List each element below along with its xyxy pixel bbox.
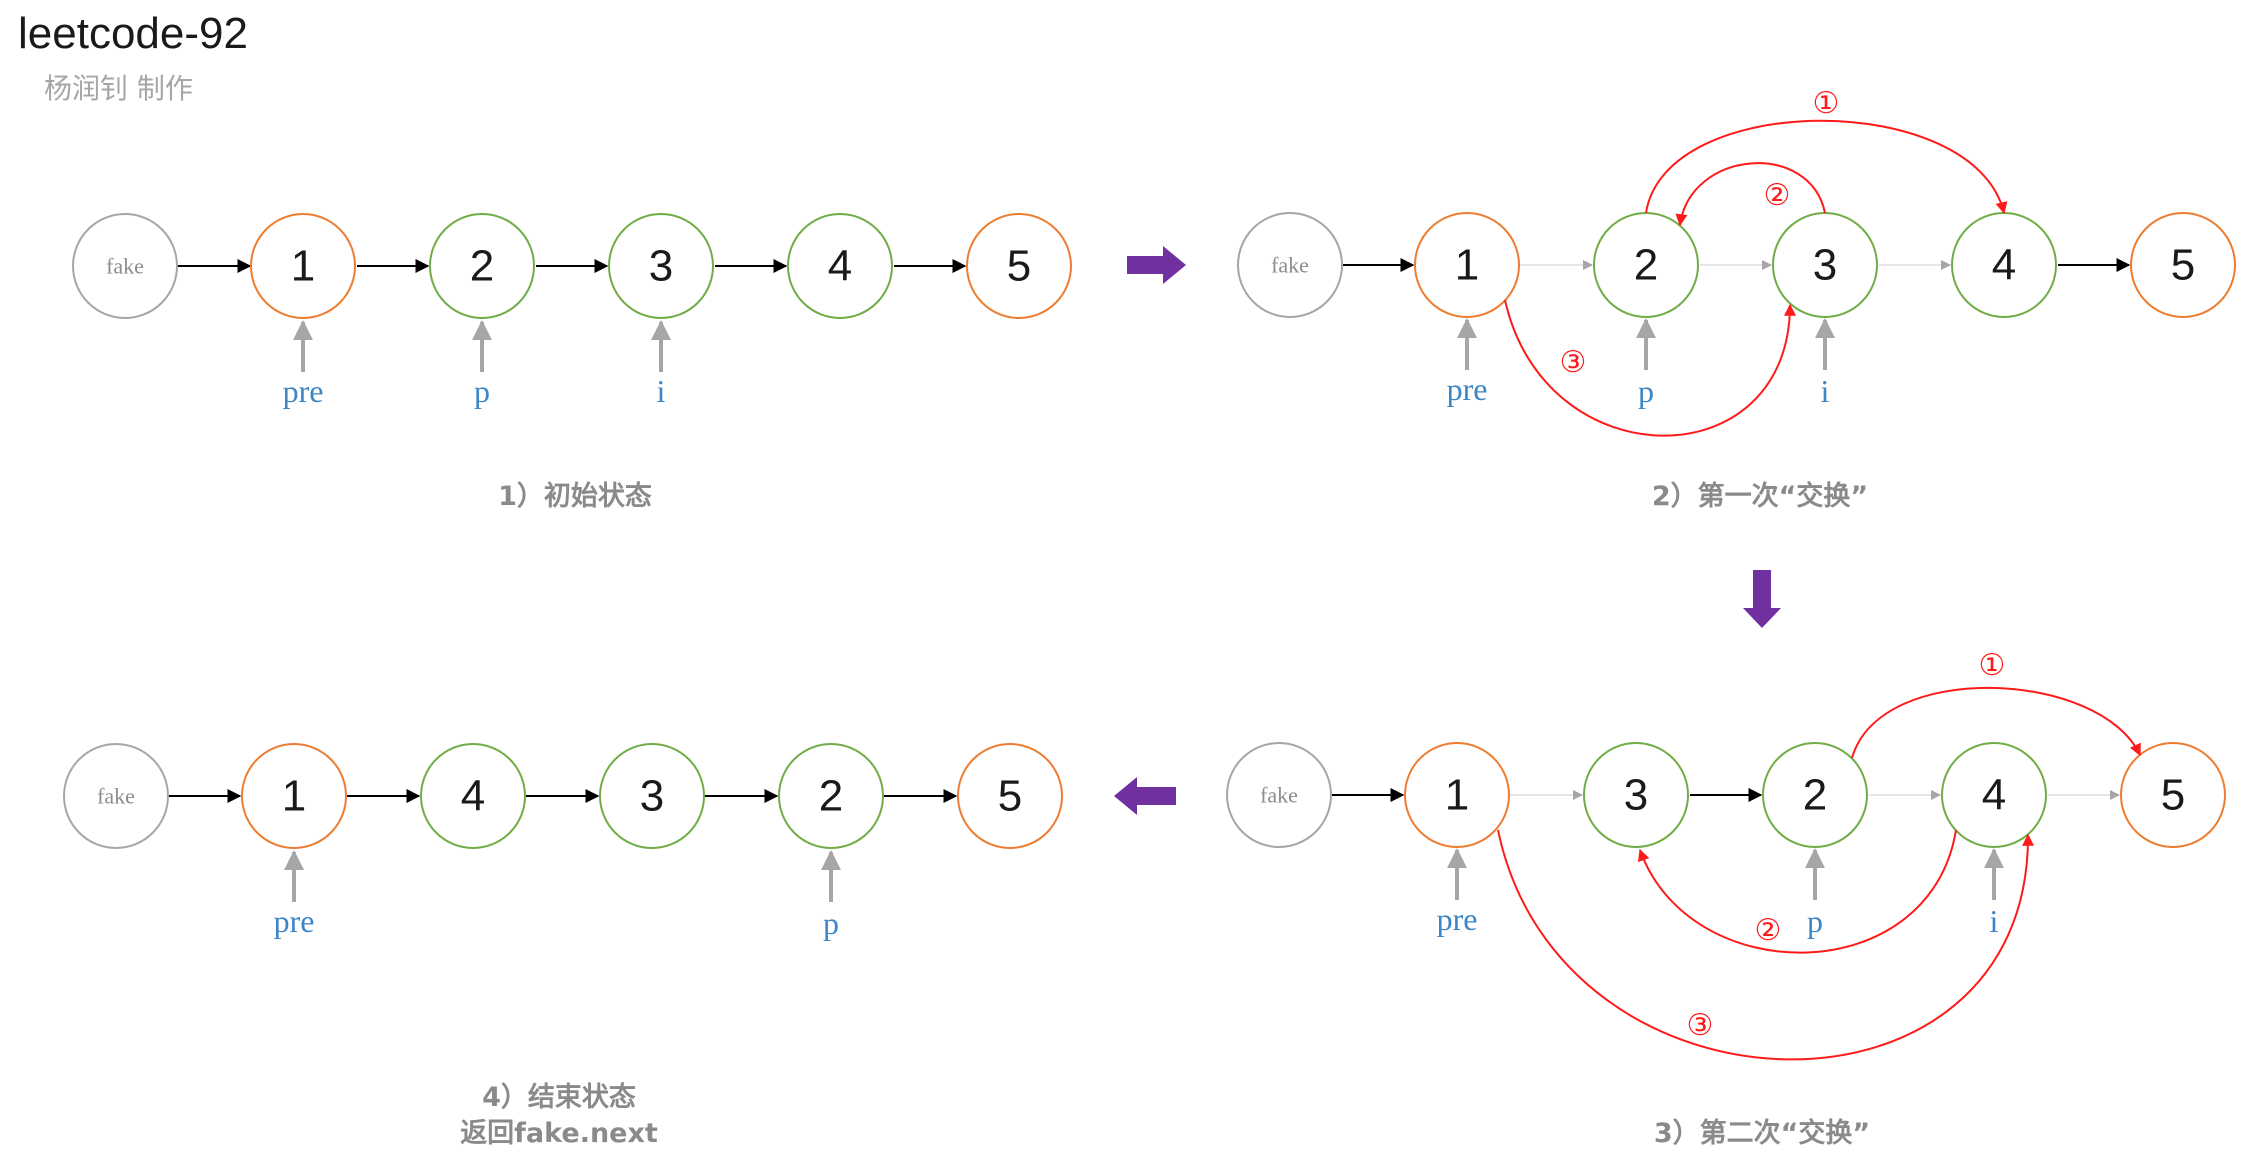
svg-text:fake: fake — [106, 254, 144, 279]
pointer-label-i: i — [1821, 373, 1830, 409]
panel-caption: 2）第一次“交换” — [1652, 480, 1868, 512]
transition-arrow-down — [1743, 570, 1781, 628]
pointer-label-pre: pre — [274, 903, 315, 939]
svg-text:3: 3 — [1813, 241, 1837, 290]
svg-text:4: 4 — [828, 242, 852, 291]
node: 3 — [1583, 742, 1689, 848]
swap-step-label: ② — [1755, 913, 1782, 948]
panel-caption-return: 返回fake.next — [460, 1118, 658, 1149]
svg-text:fake: fake — [1260, 783, 1298, 808]
svg-text:fake: fake — [97, 784, 135, 809]
node: 3 — [1772, 212, 1878, 318]
node: 4 — [420, 743, 526, 849]
node-fake: fake — [63, 743, 169, 849]
swap-arc-step2 — [1675, 162, 1826, 227]
svg-text:4: 4 — [461, 772, 485, 821]
panel-caption: 1）初始状态 — [498, 480, 652, 512]
svg-text:1: 1 — [282, 772, 306, 821]
panel-caption: 3）第二次“交换” — [1654, 1117, 1870, 1149]
svg-text:2: 2 — [1803, 771, 1827, 820]
svg-text:4: 4 — [1982, 771, 2006, 820]
node-fake: fake — [72, 213, 178, 319]
node: 5 — [957, 743, 1063, 849]
swap-step-label: ③ — [1560, 345, 1587, 380]
svg-text:3: 3 — [649, 242, 673, 291]
svg-text:3: 3 — [1624, 771, 1648, 820]
panel-initial: fake 1 2 3 4 5 pre p i 1）初始状态 — [72, 213, 1072, 512]
svg-text:2: 2 — [819, 772, 843, 821]
swap-arc-step2 — [1638, 829, 1957, 954]
pointer-label-p: p — [474, 373, 490, 409]
svg-text:3: 3 — [640, 772, 664, 821]
svg-text:2: 2 — [1634, 241, 1658, 290]
pointer-label-i: i — [1990, 903, 1999, 939]
node-fake: fake — [1226, 742, 1332, 848]
panel-second-swap: fake 1 3 2 4 5 ① ② ③ pre — [1226, 648, 2226, 1149]
svg-text:1: 1 — [1455, 241, 1479, 290]
swap-arc-step1 — [1645, 119, 2008, 215]
pointer-label-p: p — [1807, 903, 1823, 939]
svg-text:5: 5 — [1007, 242, 1031, 291]
node: 5 — [2130, 212, 2236, 318]
pointer-label-p: p — [1638, 373, 1654, 409]
pointer-label-p: p — [823, 905, 839, 941]
transition-arrow-left — [1114, 777, 1176, 815]
node: 2 — [429, 213, 535, 319]
node: 4 — [1941, 742, 2047, 848]
pointer-label-i: i — [657, 373, 666, 409]
node: 3 — [608, 213, 714, 319]
svg-text:fake: fake — [1271, 253, 1309, 278]
swap-arc-step3 — [1497, 829, 2035, 1061]
svg-text:4: 4 — [1992, 241, 2016, 290]
swap-step-label: ① — [1979, 648, 2006, 683]
pointer-label-pre: pre — [1447, 371, 1488, 407]
panel-final: fake 1 4 3 2 5 pre p 4）结束状态 返回fake.next — [63, 743, 1063, 1149]
swap-step-label: ② — [1764, 178, 1791, 213]
node: 4 — [787, 213, 893, 319]
node-fake: fake — [1237, 212, 1343, 318]
node: 4 — [1951, 212, 2057, 318]
svg-text:2: 2 — [470, 242, 494, 291]
node: 2 — [778, 743, 884, 849]
panel-first-swap: fake 1 2 3 4 5 ① ② ③ pre — [1237, 86, 2236, 512]
node: 3 — [599, 743, 705, 849]
swap-step-label: ③ — [1687, 1008, 1714, 1043]
node: 2 — [1593, 212, 1699, 318]
page-title: leetcode-92 — [18, 9, 248, 58]
swap-arc-step3 — [1504, 299, 1796, 437]
node: 1 — [1414, 212, 1520, 318]
swap-arc-step1 — [1851, 686, 2141, 759]
svg-text:5: 5 — [2161, 771, 2185, 820]
node: 1 — [1404, 742, 1510, 848]
svg-text:1: 1 — [1445, 771, 1469, 820]
pointer-label-pre: pre — [1437, 901, 1478, 937]
author-credit: 杨润钊 制作 — [44, 72, 193, 105]
node: 5 — [2120, 742, 2226, 848]
panel-caption: 4）结束状态 — [482, 1082, 636, 1113]
pointer-label-pre: pre — [283, 373, 324, 409]
svg-text:1: 1 — [291, 242, 315, 291]
svg-text:5: 5 — [998, 772, 1022, 821]
node: 5 — [966, 213, 1072, 319]
transition-arrow-right — [1127, 246, 1186, 284]
node: 2 — [1762, 742, 1868, 848]
svg-text:5: 5 — [2171, 241, 2195, 290]
swap-step-label: ① — [1813, 86, 1840, 121]
node: 1 — [241, 743, 347, 849]
node: 1 — [250, 213, 356, 319]
